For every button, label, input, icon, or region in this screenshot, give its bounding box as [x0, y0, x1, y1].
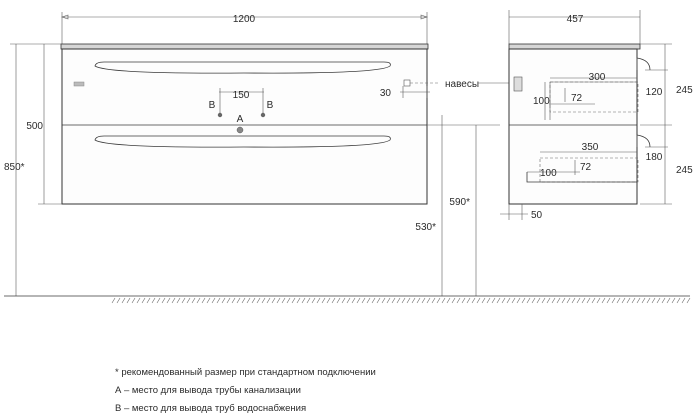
drain-outlet — [236, 126, 244, 134]
upper-handle — [94, 61, 391, 74]
point-b-right-label: B — [267, 100, 274, 111]
side-body — [508, 48, 638, 205]
upper-drawer-height-label: 100 — [533, 96, 550, 107]
floor-line — [4, 295, 691, 304]
countertop — [60, 43, 429, 50]
upper-drawer-inner-label: 72 — [571, 93, 583, 104]
wall-bracket — [513, 76, 523, 92]
point-a-label: A — [237, 114, 244, 125]
water-outlet-right — [260, 112, 266, 118]
point-b-left-label: B — [209, 100, 216, 111]
depth-dimension-label: 457 — [567, 14, 584, 25]
upper-drawer-width-label: 300 — [589, 72, 606, 83]
note-point-b: В – место для вывода труб водоснабжения — [115, 403, 307, 414]
total-height-label: 850* — [4, 162, 25, 173]
lower-drawer-inner-label: 72 — [580, 162, 592, 173]
upper-door-profile — [636, 57, 651, 71]
lower-drawer-height-label: 100 — [540, 168, 557, 179]
cabinet-height-label: 500 — [26, 121, 43, 132]
cabinet-body — [61, 48, 428, 205]
water-outlet-left — [217, 112, 223, 118]
height-530-label: 530* — [415, 222, 436, 233]
front-view: 1200 150 B B A 500 850* — [4, 12, 518, 296]
side-view: 457 300 100 72 120 245 350 100 — [500, 10, 693, 221]
lower-handle — [94, 135, 391, 148]
height-590-label: 590* — [449, 197, 470, 208]
hinges-label: навесы — [445, 79, 479, 90]
note-asterisk: * рекомендованный размер при стандартном… — [115, 367, 376, 378]
lower-drawer-width-label: 350 — [582, 142, 599, 153]
upper-total-height-label: 245 — [676, 85, 693, 96]
pipe-spacing-label: 150 — [233, 90, 250, 101]
lower-front-height-label: 180 — [646, 152, 663, 163]
logo-mark — [73, 81, 85, 87]
note-point-a: А – место для вывода трубы канализации — [115, 385, 301, 396]
notes-block: * рекомендованный размер при стандартном… — [115, 364, 535, 418]
lower-door-profile — [636, 134, 651, 148]
upper-front-height-label: 120 — [646, 87, 663, 98]
hinge-offset-label: 30 — [380, 88, 392, 99]
width-dimension-label: 1200 — [233, 14, 256, 25]
lower-total-height-label: 245 — [676, 165, 693, 176]
hinge-bracket — [403, 79, 411, 87]
wall-offset-label: 50 — [531, 210, 543, 221]
side-countertop — [508, 43, 641, 50]
lower-drawer-base — [526, 172, 637, 183]
